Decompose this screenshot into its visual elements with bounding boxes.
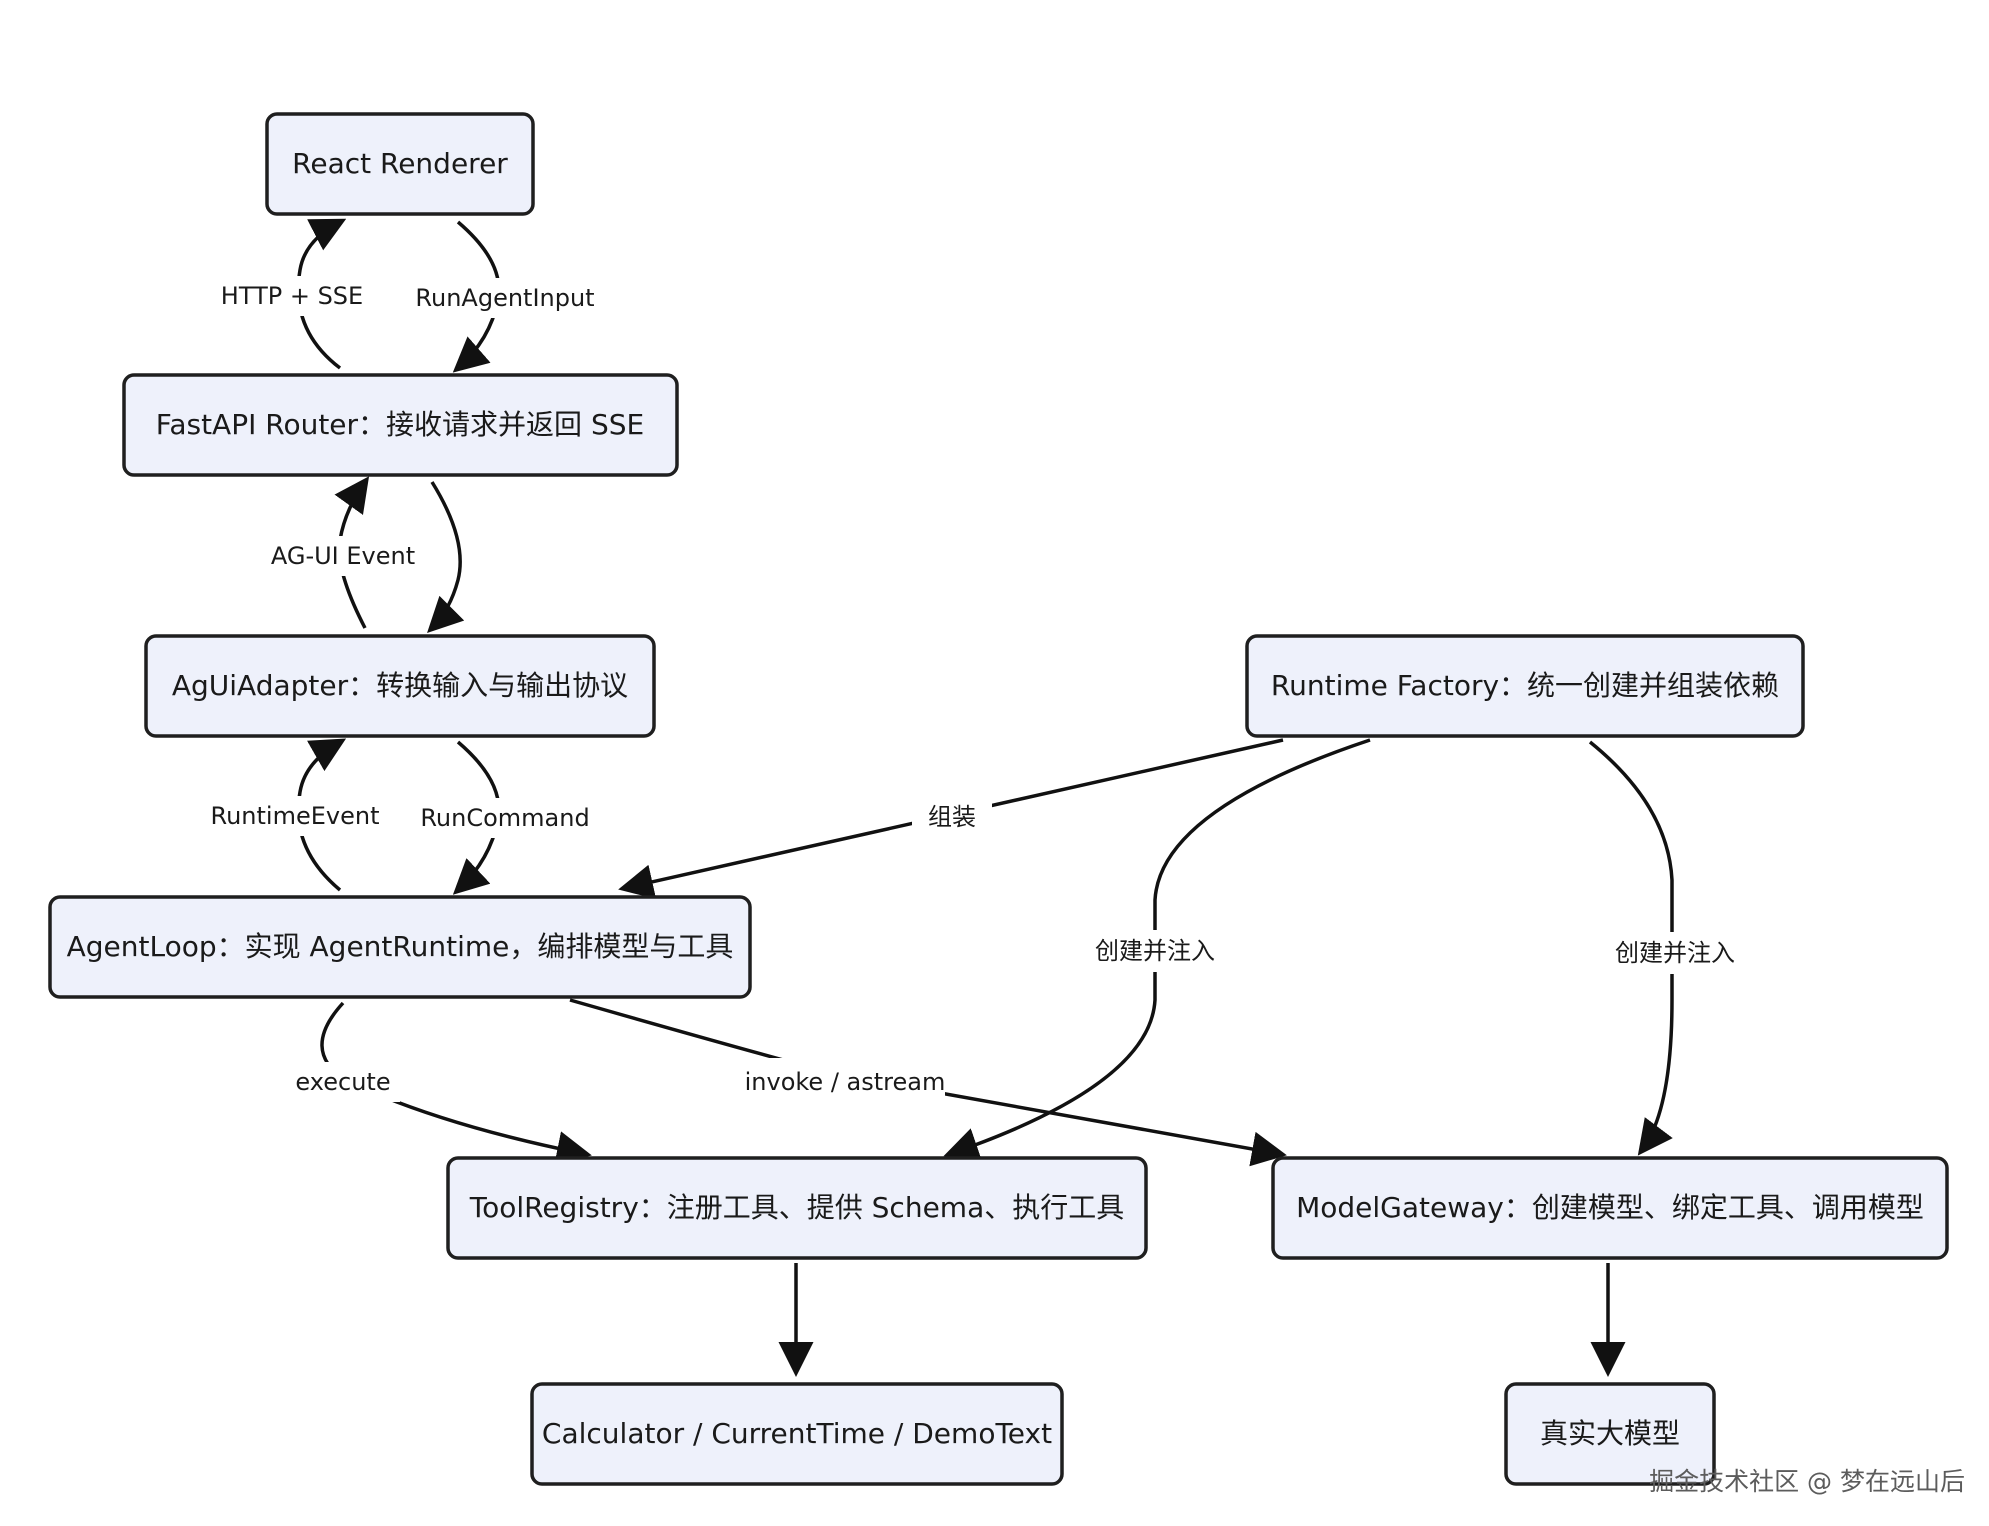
edge-label-http-sse: HTTP + SSE (221, 282, 363, 310)
node-react-renderer: React Renderer (265, 112, 535, 216)
edge-http-sse (296, 218, 347, 370)
watermark: 掘金技术社区 @ 梦在远山后 (1649, 1467, 1965, 1496)
edge-label-create-inject-tool: 创建并注入 (1095, 937, 1215, 965)
node-label-runtime-factory: Runtime Factory：统一创建并组装依赖 (1271, 669, 1779, 702)
node-label-agent-loop: AgentLoop：实现 AgentRuntime，编排模型与工具 (67, 930, 734, 963)
edge-label-run-command: RunCommand (420, 804, 589, 832)
edge-label-ag-ui-event: AG-UI Event (271, 542, 415, 570)
node-real-model: 真实大模型 (1504, 1382, 1716, 1486)
edge-fastapi-to-adapter (427, 481, 465, 633)
node-label-real-model: 真实大模型 (1540, 1417, 1680, 1450)
node-runtime-factory: Runtime Factory：统一创建并组装依赖 (1245, 634, 1805, 738)
node-tools: Calculator / CurrentTime / DemoText (530, 1382, 1064, 1486)
node-label-agui-adapter: AgUiAdapter：转换输入与输出协议 (172, 669, 628, 702)
node-agui-adapter: AgUiAdapter：转换输入与输出协议 (144, 634, 656, 738)
node-label-fastapi-router: FastAPI Router：接收请求并返回 SSE (156, 408, 644, 441)
edge-label-create-inject-model: 创建并注入 (1615, 939, 1735, 967)
node-label-tool-registry: ToolRegistry：注册工具、提供 Schema、执行工具 (469, 1191, 1125, 1224)
node-label-react-renderer: React Renderer (292, 147, 508, 180)
node-label-tools: Calculator / CurrentTime / DemoText (542, 1417, 1052, 1450)
edge-runtime-event (296, 738, 347, 892)
node-agent-loop: AgentLoop：实现 AgentRuntime，编排模型与工具 (48, 895, 752, 999)
edge-create-inject-tool (943, 738, 1371, 1162)
node-model-gateway: ModelGateway：创建模型、绑定工具、调用模型 (1271, 1156, 1949, 1260)
node-fastapi-router: FastAPI Router：接收请求并返回 SSE (122, 373, 679, 477)
edge-labels: HTTP + SSE RunAgentInput AG-UI Event Run… (210, 276, 1740, 1104)
edge-label-invoke-astream: invoke / astream (745, 1068, 946, 1096)
node-label-model-gateway: ModelGateway：创建模型、绑定工具、调用模型 (1296, 1191, 1924, 1224)
edge-label-runtime-event: RuntimeEvent (211, 802, 380, 830)
edge-label-execute: execute (295, 1068, 390, 1096)
edge-label-run-agent-input: RunAgentInput (415, 284, 594, 312)
node-tool-registry: ToolRegistry：注册工具、提供 Schema、执行工具 (446, 1156, 1148, 1260)
edge-label-assemble: 组装 (928, 803, 976, 831)
edge-create-inject-model (1588, 740, 1674, 1156)
